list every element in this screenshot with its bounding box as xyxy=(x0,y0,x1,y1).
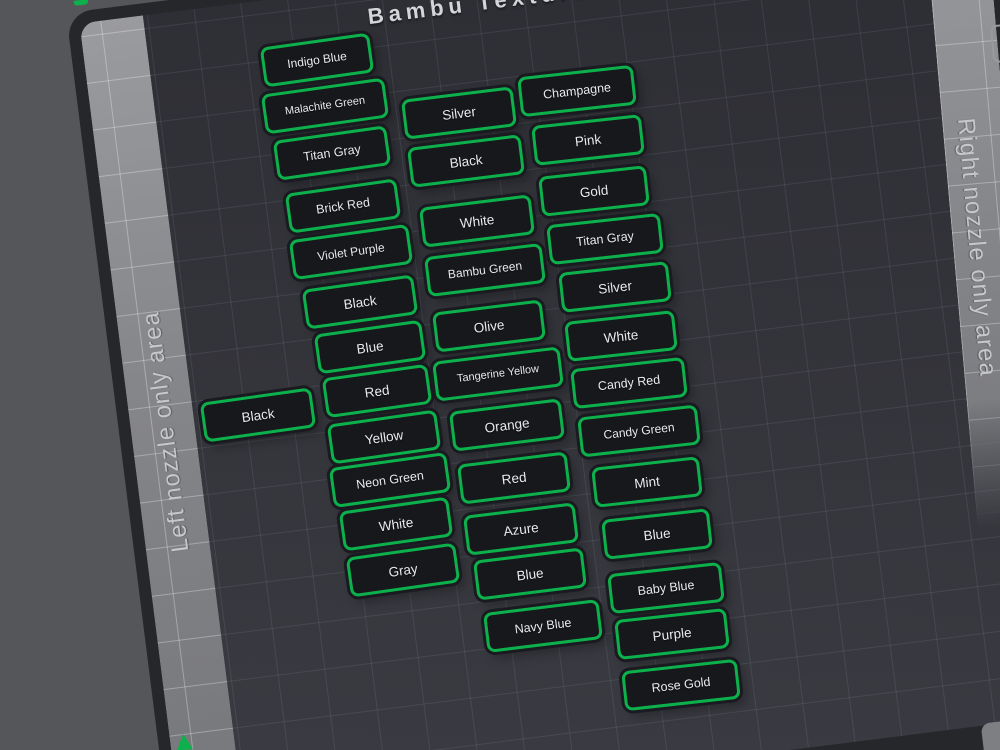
filament-plate-label: White xyxy=(603,326,639,346)
filament-plate-label: Baby Blue xyxy=(636,577,696,599)
filament-plate[interactable]: Black xyxy=(199,387,317,443)
filament-plate[interactable]: Candy Green xyxy=(577,404,701,458)
filament-plate[interactable]: Purple xyxy=(614,607,730,661)
filament-plate-label: Silver xyxy=(441,103,477,123)
filament-plate[interactable]: Bambu Green xyxy=(424,242,546,298)
filament-plate[interactable]: Candy Red xyxy=(570,356,688,410)
filament-plate[interactable]: Navy Blue xyxy=(482,599,604,653)
filament-plate[interactable]: Titan Gray xyxy=(272,125,392,181)
filament-plate[interactable]: Violet Purple xyxy=(288,223,414,281)
filament-plate-label: Olive xyxy=(472,316,506,336)
filament-plate[interactable]: Indigo Blue xyxy=(259,32,375,88)
filament-plate-label: Pink xyxy=(574,131,602,149)
filament-plate-label: Azure xyxy=(502,519,540,539)
filament-plate-label: Blue xyxy=(515,564,545,584)
filament-plate[interactable]: Blue xyxy=(601,508,713,560)
filament-plate[interactable]: Malachite Green xyxy=(260,77,390,135)
filament-plate-label: Malachite Green xyxy=(284,94,366,118)
filament-plate[interactable]: Tangerine Yellow xyxy=(432,346,564,402)
filament-plate[interactable]: Olive xyxy=(431,299,547,353)
filament-plate-label: Champagne xyxy=(542,80,612,102)
filament-plate[interactable]: Red xyxy=(321,363,433,419)
filament-plate-label: Black xyxy=(240,405,276,425)
filament-plate-label: Mint xyxy=(633,473,661,491)
filament-plate-label: Indigo Blue xyxy=(286,48,348,72)
filament-plate-label: Red xyxy=(363,381,391,401)
filament-plate-label: Blue xyxy=(355,337,385,357)
filament-plate[interactable]: Gold xyxy=(538,165,650,217)
filament-plate-label: Purple xyxy=(651,624,693,644)
filament-plate-label: Black xyxy=(342,292,378,312)
filament-plate-label: Violet Purple xyxy=(316,240,386,264)
filament-plate[interactable]: Baby Blue xyxy=(607,561,725,615)
filament-plate[interactable]: Orange xyxy=(448,398,566,452)
filament-plate-label: Black xyxy=(448,151,484,171)
filament-plate[interactable]: Red xyxy=(456,451,572,505)
filament-plate[interactable]: Mint xyxy=(591,456,703,508)
filament-plate-label: Neon Green xyxy=(355,468,425,492)
filament-plate-label: Yellow xyxy=(363,426,405,448)
filament-plate[interactable]: Rose Gold xyxy=(621,658,741,712)
filament-plate[interactable]: Black xyxy=(406,134,526,188)
filament-plate-label: Blue xyxy=(642,525,672,543)
filament-plate-label: Titan Gray xyxy=(302,142,362,164)
filament-plate-label: Bambu Green xyxy=(447,258,523,282)
filament-plate[interactable]: White xyxy=(418,194,536,248)
filament-plate[interactable]: Pink xyxy=(531,114,645,166)
filament-plate[interactable]: Azure xyxy=(462,502,580,556)
filament-plate-label: Candy Red xyxy=(597,372,661,394)
filament-plate-label: Tangerine Yellow xyxy=(456,363,540,385)
filament-plate-label: Gold xyxy=(578,181,610,201)
filament-plate[interactable]: Silver xyxy=(400,86,518,140)
filament-plate-label: White xyxy=(458,211,496,231)
filament-plate-label: Silver xyxy=(597,277,633,297)
filament-plate[interactable]: Champagne xyxy=(517,64,637,118)
filament-plate-label: Titan Gray xyxy=(575,228,635,250)
filament-plate[interactable]: Black xyxy=(301,274,419,330)
filament-plate-label: White xyxy=(377,514,415,534)
filament-plate-label: Navy Blue xyxy=(513,615,573,637)
filament-plate-label: Candy Green xyxy=(602,420,676,442)
filament-plate-label: Brick Red xyxy=(315,195,371,217)
filament-plate-label: Red xyxy=(500,469,528,487)
filament-plate[interactable]: White xyxy=(564,310,678,362)
filament-plate-label: Orange xyxy=(483,414,531,436)
filament-plate[interactable]: Brick Red xyxy=(284,178,402,234)
filament-plate-label: Gray xyxy=(387,560,419,580)
filament-plate[interactable]: Silver xyxy=(558,261,672,313)
filament-plate[interactable]: Blue xyxy=(472,547,588,601)
filament-plate[interactable]: Titan Gray xyxy=(546,212,664,266)
filament-plate-label: Rose Gold xyxy=(650,674,712,696)
filament-plate[interactable]: Gray xyxy=(345,542,461,598)
